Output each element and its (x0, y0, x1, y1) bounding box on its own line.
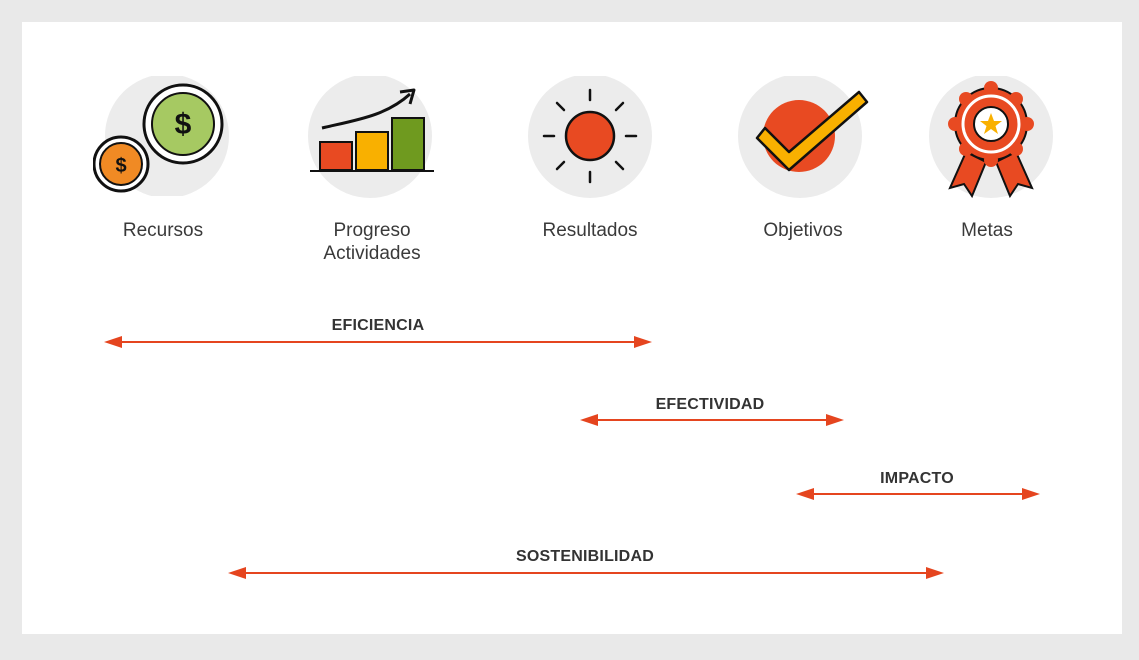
stage-label-metas: Metas (897, 219, 1077, 242)
arrow-label-sostenibilidad: SOSTENIBILIDAD (516, 548, 654, 565)
arrow-sostenibilidad (228, 567, 944, 579)
stage-label-progreso: Progreso Actividades (282, 219, 462, 265)
coins-icon: $ $ (92, 74, 239, 201)
sun-icon (527, 74, 653, 205)
checkmark-icon (737, 74, 871, 205)
stage-label-resultados: Resultados (500, 219, 680, 242)
arrow-label-impacto: IMPACTO (880, 470, 954, 487)
award-ribbon-icon (928, 74, 1054, 205)
stage-label-line: Actividades (323, 243, 421, 264)
stage-label-line: Resultados (542, 220, 638, 241)
stage-label-objetivos: Objetivos (713, 219, 893, 242)
stage-label-line: Metas (961, 220, 1013, 241)
stage-label-line: Objetivos (763, 220, 843, 241)
arrow-label-eficiencia: EFICIENCIA (331, 317, 425, 334)
coin-small-symbol: $ (115, 155, 126, 177)
arrow-eficiencia (104, 336, 652, 348)
arrow-label-efectividad: EFECTIVIDAD (655, 396, 765, 413)
bar-chart-growth-icon (306, 74, 438, 205)
arrow-efectividad (580, 414, 844, 426)
arrow-impacto (796, 488, 1040, 500)
stage-label-line: Recursos (122, 220, 204, 241)
stage-label-line: Progreso (333, 220, 411, 241)
stage-label-recursos: Recursos (73, 219, 253, 242)
coin-large-symbol: $ (175, 108, 192, 141)
